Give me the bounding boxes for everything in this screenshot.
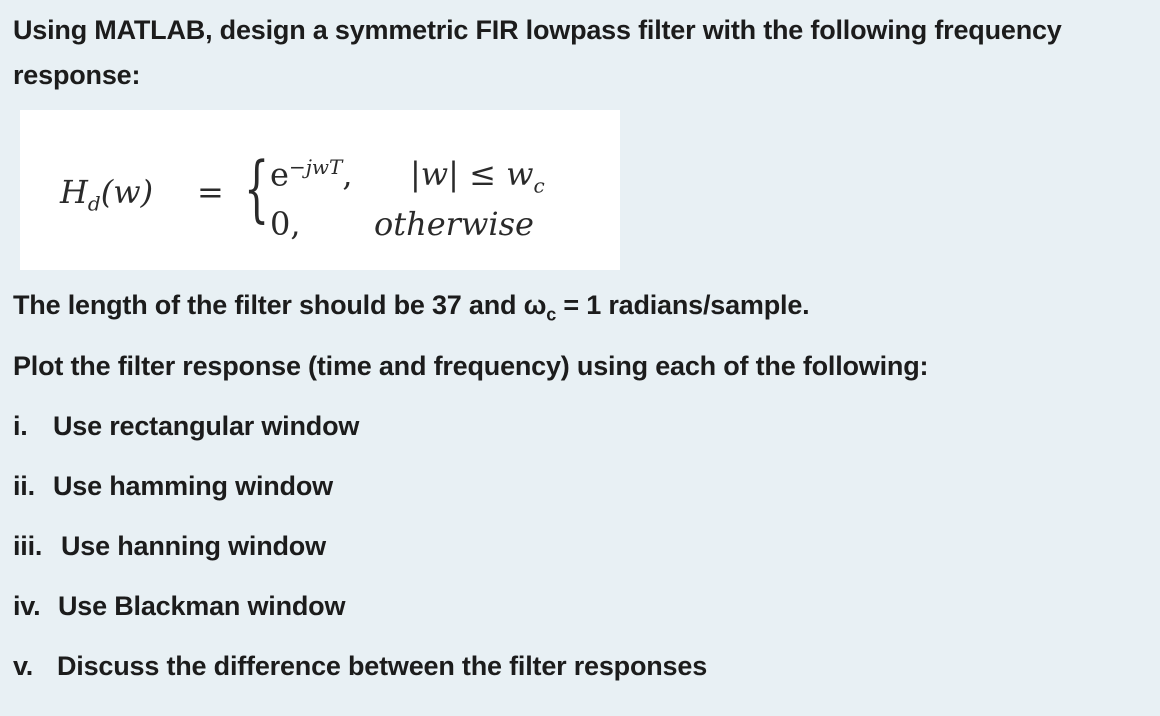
equation-brace: { [244, 146, 270, 230]
list-item: iii. Use hanning window [13, 531, 326, 562]
list-item-number: iv. [13, 591, 41, 621]
equation-equals: = [197, 173, 224, 211]
plot-instruction: Plot the filter response (time and frequ… [13, 351, 929, 381]
question-intro: Using MATLAB, design a symmetric FIR low… [13, 15, 1062, 90]
equation-case2-condition: otherwise [374, 205, 534, 243]
list-item-text: Discuss the difference between the filte… [57, 651, 708, 681]
list-item: ii. Use hamming window [13, 471, 333, 502]
list-item-text: Use rectangular window [53, 411, 360, 441]
equation-image: Hd(w) = { e−jwT, |w| ≤ wc 0, otherwise [20, 110, 620, 270]
list-item: v. Discuss the difference between the fil… [13, 651, 707, 682]
list-item-number: i. [13, 411, 28, 441]
list-item-text: Use hanning window [61, 531, 326, 561]
equation-case2-value: 0, [270, 205, 301, 243]
list-item-number: ii. [13, 471, 35, 501]
equation-case1-condition: |w| ≤ wc [410, 155, 545, 198]
list-item-number: iii. [13, 531, 43, 561]
list-item-text: Use Blackman window [58, 591, 346, 621]
equation-lhs: Hd(w) [60, 173, 154, 216]
list-item: i. Use rectangular window [13, 411, 359, 442]
list-item-number: v. [13, 651, 34, 681]
spec-line: The length of the filter should be 37 an… [13, 290, 810, 325]
equation-case1-value: e−jwT, [270, 155, 353, 194]
list-item: iv. Use Blackman window [13, 591, 345, 622]
list-item-text: Use hamming window [53, 471, 333, 501]
